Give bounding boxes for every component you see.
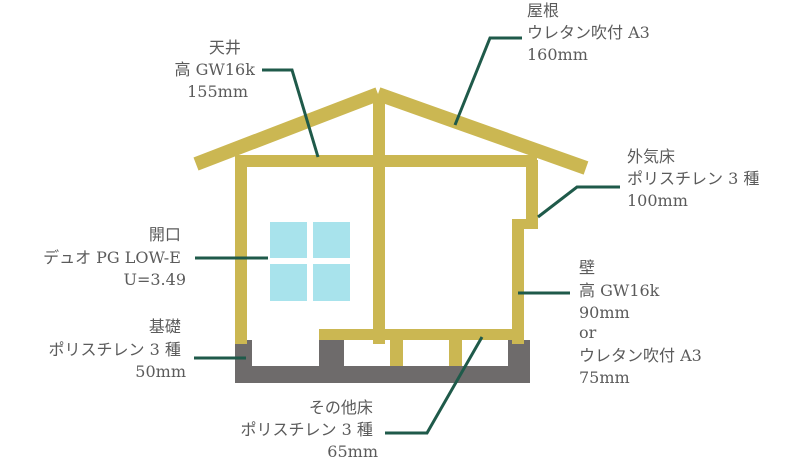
leader-roof: [453, 36, 522, 126]
label-opening: 開口 デュオ PG LOW-E U=3.49: [43, 225, 186, 289]
label-other-floor: その他床 ポリスチレン 3 種 65mm: [241, 398, 378, 461]
label-roof: 屋根 ウレタン吹付 A3 160mm: [527, 1, 655, 64]
foundation: [235, 340, 530, 383]
label-foundation: 基礎 ポリスチレン 3 種 50mm: [49, 317, 186, 381]
house-frame: [193, 87, 589, 344]
label-outdoor-floor: 外気床 ポリスチレン 3 種 100mm: [627, 147, 764, 210]
leader-outdoor-floor: [537, 185, 620, 219]
label-wall: 壁 高 GW16k 90mm or ウレタン吹付 A3 75mm: [579, 258, 707, 387]
label-ceiling: 天井 高 GW16k 155mm: [175, 38, 260, 101]
leader-other-floor: [385, 336, 484, 435]
leader-ceiling: [262, 68, 320, 158]
floor-posts: [390, 338, 462, 366]
window: [270, 222, 350, 301]
